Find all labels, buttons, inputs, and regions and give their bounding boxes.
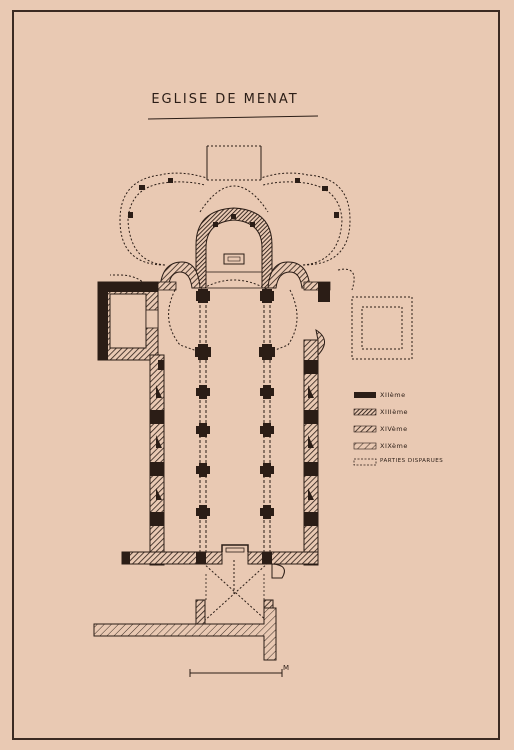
west-portal	[221, 544, 249, 552]
legend-label-xii: XIIème	[380, 391, 406, 399]
nave-north-wall	[149, 354, 165, 566]
west-facade-north	[121, 551, 223, 565]
altar	[223, 253, 245, 265]
legend-label-xix: XIXème	[380, 442, 408, 450]
legend-swatches	[353, 392, 377, 466]
north-apsidiole	[159, 261, 201, 289]
legend-label-xiii: XIIIème	[380, 408, 409, 416]
title-underline	[147, 115, 319, 120]
legend-swatch-hatch	[353, 425, 377, 433]
legend-swatch-dashed	[353, 458, 377, 466]
legend-swatch-dense-hatch	[353, 408, 377, 416]
scale-label: M	[283, 664, 290, 672]
porch-walls	[93, 607, 277, 661]
west-facade-south	[247, 551, 319, 565]
plan-frame	[12, 10, 500, 740]
legend-swatch-solid	[354, 392, 376, 398]
arcade-lines	[199, 290, 271, 552]
central-apse	[195, 207, 273, 289]
legend-label-xiv: XIVème	[380, 425, 408, 433]
legend-label-vanished: PARTIES DISPARUES	[380, 458, 444, 464]
page-title: EGLISE DE MENAT	[151, 92, 299, 107]
nave-south-wall	[303, 339, 319, 566]
legend-swatch-light-hatch	[353, 442, 377, 450]
vanished-chevet	[110, 145, 413, 623]
south-apsidiole	[267, 261, 311, 289]
nave-piers	[195, 289, 275, 519]
vanished-apse-marks	[128, 178, 339, 218]
